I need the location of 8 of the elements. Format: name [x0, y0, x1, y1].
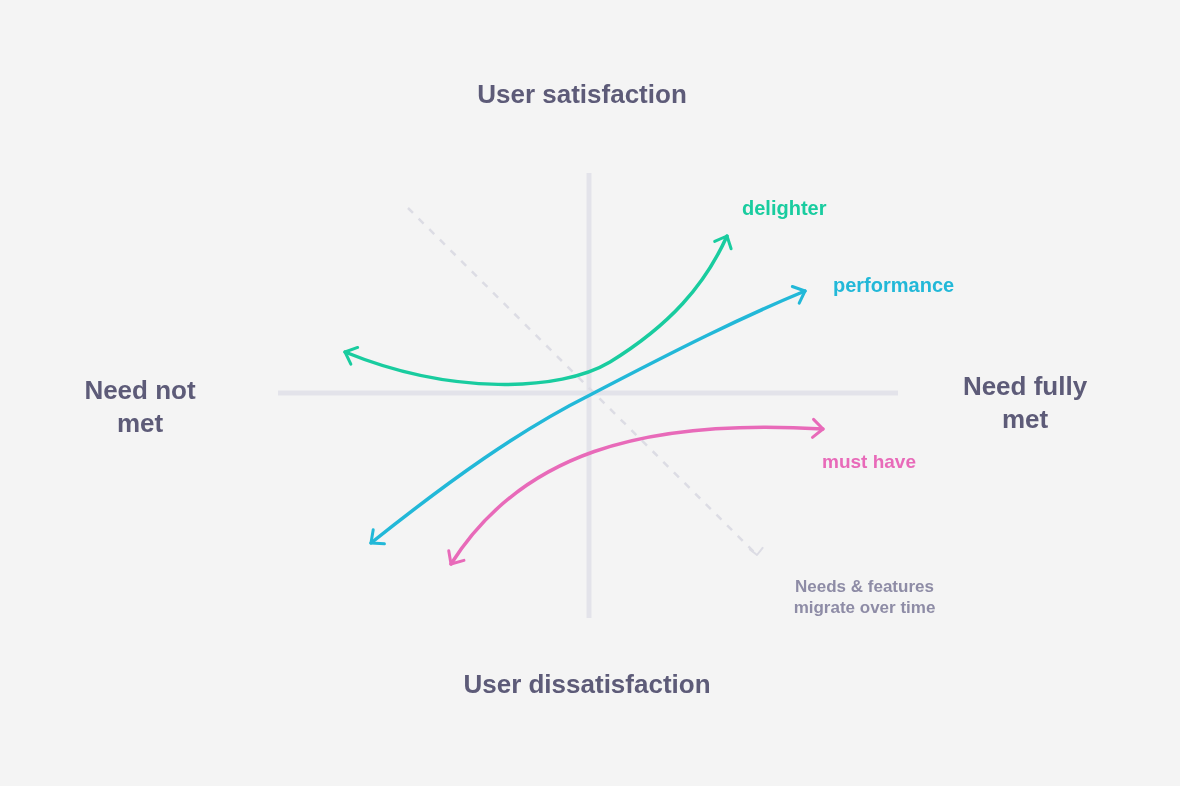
axis-label: User dissatisfaction	[462, 668, 712, 701]
axis-label: User satisfaction	[476, 78, 688, 111]
curve-label: performance	[833, 273, 956, 298]
curve-label: delighter	[742, 196, 828, 221]
axis-label: Need not met	[83, 374, 197, 439]
curve-label: must have	[822, 450, 917, 474]
axis-label: Need fully met	[961, 370, 1089, 435]
note: Needs & features migrate over time	[792, 576, 937, 619]
